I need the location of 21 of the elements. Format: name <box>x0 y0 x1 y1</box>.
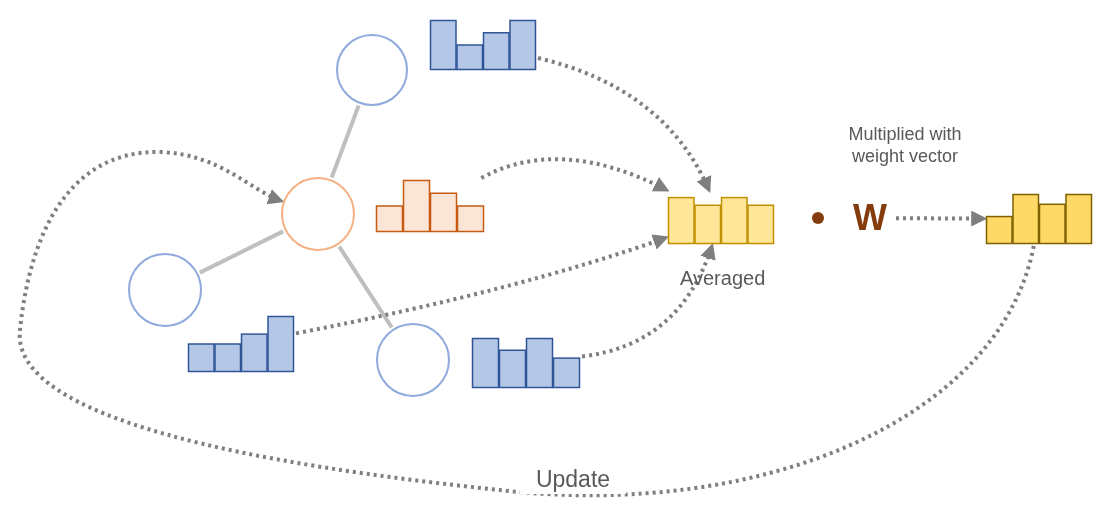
feature-histogram <box>376 180 484 232</box>
graph-node-circle <box>281 177 355 251</box>
graph-edge-line <box>199 229 284 275</box>
feature-histogram <box>188 316 294 372</box>
feature-histogram <box>986 194 1092 244</box>
graph-edge-line <box>337 245 394 329</box>
edge-label: Update <box>520 466 626 494</box>
dotted-arrow <box>581 243 716 359</box>
feature-histogram <box>472 338 580 388</box>
dotted-arrow <box>18 150 1036 497</box>
annotation-text: Multiplied with weight vector <box>847 124 963 168</box>
graph-node-circle <box>128 253 202 327</box>
graph-edge-line <box>329 104 361 179</box>
weight-symbol: W <box>846 196 894 240</box>
dotted-arrow <box>537 56 711 193</box>
feature-histogram <box>430 20 536 70</box>
dotted-arrow <box>295 234 669 336</box>
dotted-arrow <box>480 157 670 192</box>
graph-node-circle <box>376 323 450 397</box>
caption-text: Averaged <box>680 266 766 290</box>
graph-node-circle <box>336 34 408 106</box>
